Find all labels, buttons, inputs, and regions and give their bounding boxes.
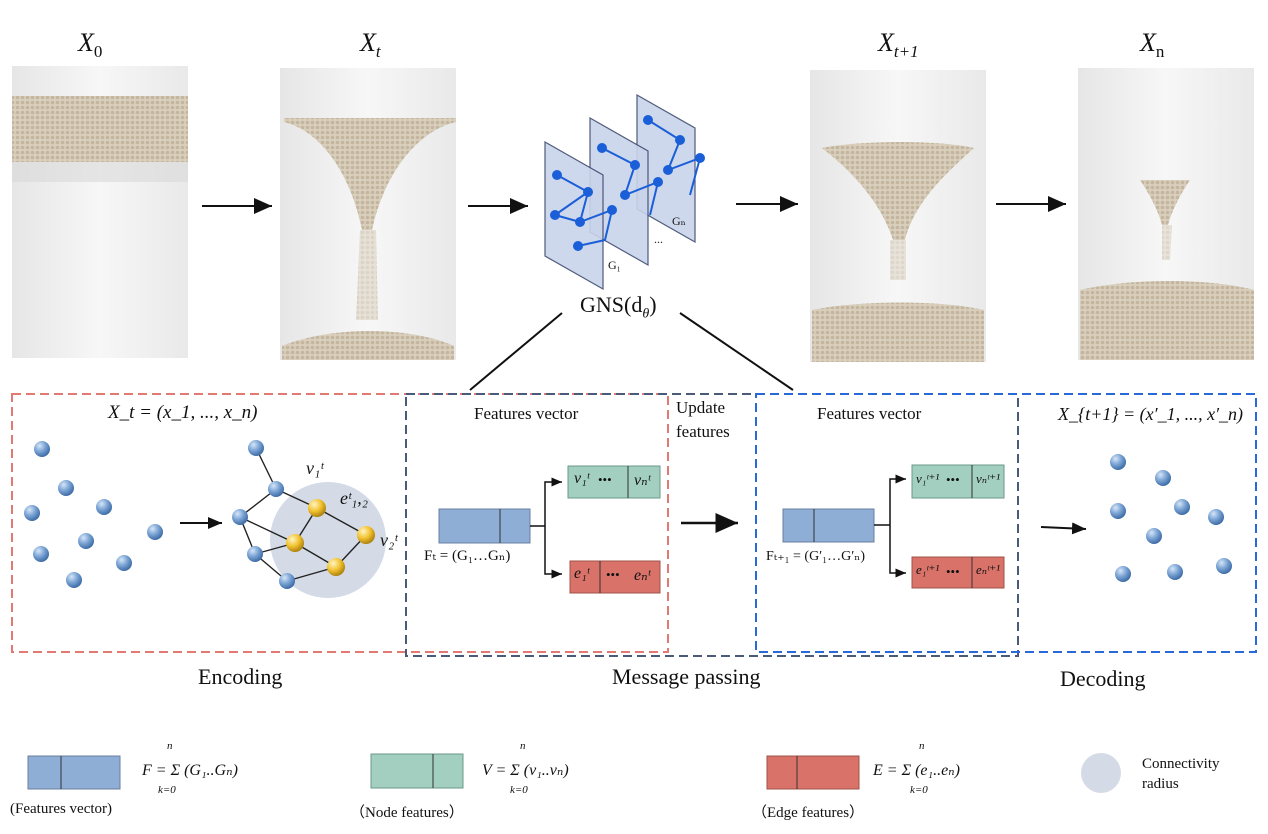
- mp-left-edge-e1: e₁ᵗ: [574, 565, 590, 582]
- sand-funnel-xt1: [812, 142, 984, 362]
- xn-symbol: X: [1140, 28, 1156, 57]
- xn-sub: n: [1155, 42, 1165, 62]
- mp-right-tree: [782, 464, 1005, 589]
- decoding-formula: X_{t+1} = (x′_1, ..., x′_n): [1058, 404, 1244, 424]
- gns-graph-stack: [544, 93, 705, 291]
- decoding-particles: [1110, 454, 1232, 582]
- encoding-formula: X_t = (x_1, ..., x_n): [108, 402, 258, 423]
- gns-label-text: GNS(d: [580, 292, 643, 317]
- message-passing-label: Message passing: [612, 664, 761, 689]
- stage-title-xn: Xn: [1140, 28, 1164, 62]
- legend-node-sum-bottom: k=0: [510, 784, 528, 796]
- sand-funnel-xt: [282, 118, 456, 360]
- x0-sub: 0: [93, 42, 103, 62]
- update-label-line1: Update: [676, 398, 726, 417]
- mp-right-node-dots: •••: [946, 472, 960, 487]
- xt1-sub: t+1: [893, 42, 919, 62]
- node-v1-label: v₁ᵗ: [306, 458, 324, 478]
- legend-edge-sum-bottom: k=0: [910, 784, 928, 796]
- decoding-label: Decoding: [1060, 666, 1146, 691]
- connectivity-radius: [270, 482, 386, 598]
- mp-left-tree: [438, 465, 661, 594]
- ft1-label: Fₜ₊₁ = (G′₁…G′ₙ): [766, 549, 866, 564]
- mp-right-edge-e1: e₁ᵗ⁺¹: [916, 562, 940, 577]
- legend-node-sum-top: n: [520, 740, 526, 752]
- mp-right-edge-en: eₙᵗ⁺¹: [976, 562, 1000, 577]
- legend-features-sum-top: n: [167, 740, 173, 752]
- mp-right-node-vn: vₙᵗ⁺¹: [976, 471, 1000, 486]
- legend-node-caption: （Node features）: [350, 805, 464, 821]
- legend-edge-formula: E = Σ (e₁..eₙ): [873, 762, 960, 779]
- legend-radius-line1: Connectivity: [1142, 756, 1220, 772]
- gns-g1-label: G₁: [608, 258, 621, 272]
- legend-radius-line2: radius: [1142, 776, 1179, 792]
- stage-title-xt: Xt: [360, 28, 381, 62]
- legend-features-sum-bottom: k=0: [158, 784, 176, 796]
- edge-e12-label: eᵗ₁,₂: [340, 488, 369, 508]
- node-v2-label: v₂ᵗ: [380, 530, 398, 550]
- gns-label-sub: θ: [642, 306, 650, 322]
- mp-left-node-vn: vₙᵗ: [634, 472, 651, 489]
- mp-left-node-v1: v₁ᵗ: [574, 470, 590, 487]
- xt-sub: t: [375, 42, 381, 62]
- ft-label: Fₜ = (G₁…Gₙ): [424, 548, 511, 564]
- stage-title-xt1: Xt+1: [878, 28, 919, 62]
- encoding-label: Encoding: [198, 664, 283, 689]
- mp-left-node-dots: •••: [598, 472, 612, 487]
- x0-symbol: X: [78, 28, 94, 57]
- legend-features-formula: F = Σ (G₁..Gₙ): [142, 762, 238, 779]
- message-passing-panel: [405, 393, 1019, 657]
- legend-features-caption: (Features vector): [10, 801, 113, 817]
- encoding-panel: [11, 393, 669, 653]
- decoding-panel: [755, 393, 1257, 653]
- features-title-right: Features vector: [817, 404, 922, 423]
- gns-gn-label: Gₙ: [672, 214, 686, 228]
- mp-left-edge-dots: •••: [606, 567, 620, 582]
- features-title-left: Features vector: [474, 404, 579, 423]
- xt1-symbol: X: [878, 28, 894, 57]
- xt-symbol: X: [360, 28, 376, 57]
- gns-label-close: ): [649, 292, 657, 317]
- encoding-particles: [24, 441, 163, 588]
- sand-block-x0: [12, 96, 188, 182]
- connector-right: [679, 312, 794, 391]
- legend-node-formula: V = Σ (v₁..vₙ): [482, 762, 569, 779]
- gns-label: GNS(dθ): [580, 292, 657, 322]
- gns-dots: ...: [654, 232, 663, 246]
- sand-funnel-xn: [1080, 180, 1254, 360]
- arrow-decoding: [1040, 522, 1087, 535]
- legend-edge-sum-top: n: [919, 740, 925, 752]
- connector-left: [469, 312, 563, 391]
- encoding-graph: [232, 440, 386, 598]
- update-label-line2: features: [676, 422, 730, 441]
- mp-right-node-v1: v₁ᵗ⁺¹: [916, 471, 940, 486]
- legend-edge-caption: （Edge features）: [752, 805, 865, 821]
- mp-left-edge-en: eₙᵗ: [634, 567, 651, 584]
- legend-swatches: [27, 753, 1121, 793]
- stage-title-x0: X0: [78, 28, 102, 62]
- mp-right-edge-dots: •••: [946, 564, 960, 579]
